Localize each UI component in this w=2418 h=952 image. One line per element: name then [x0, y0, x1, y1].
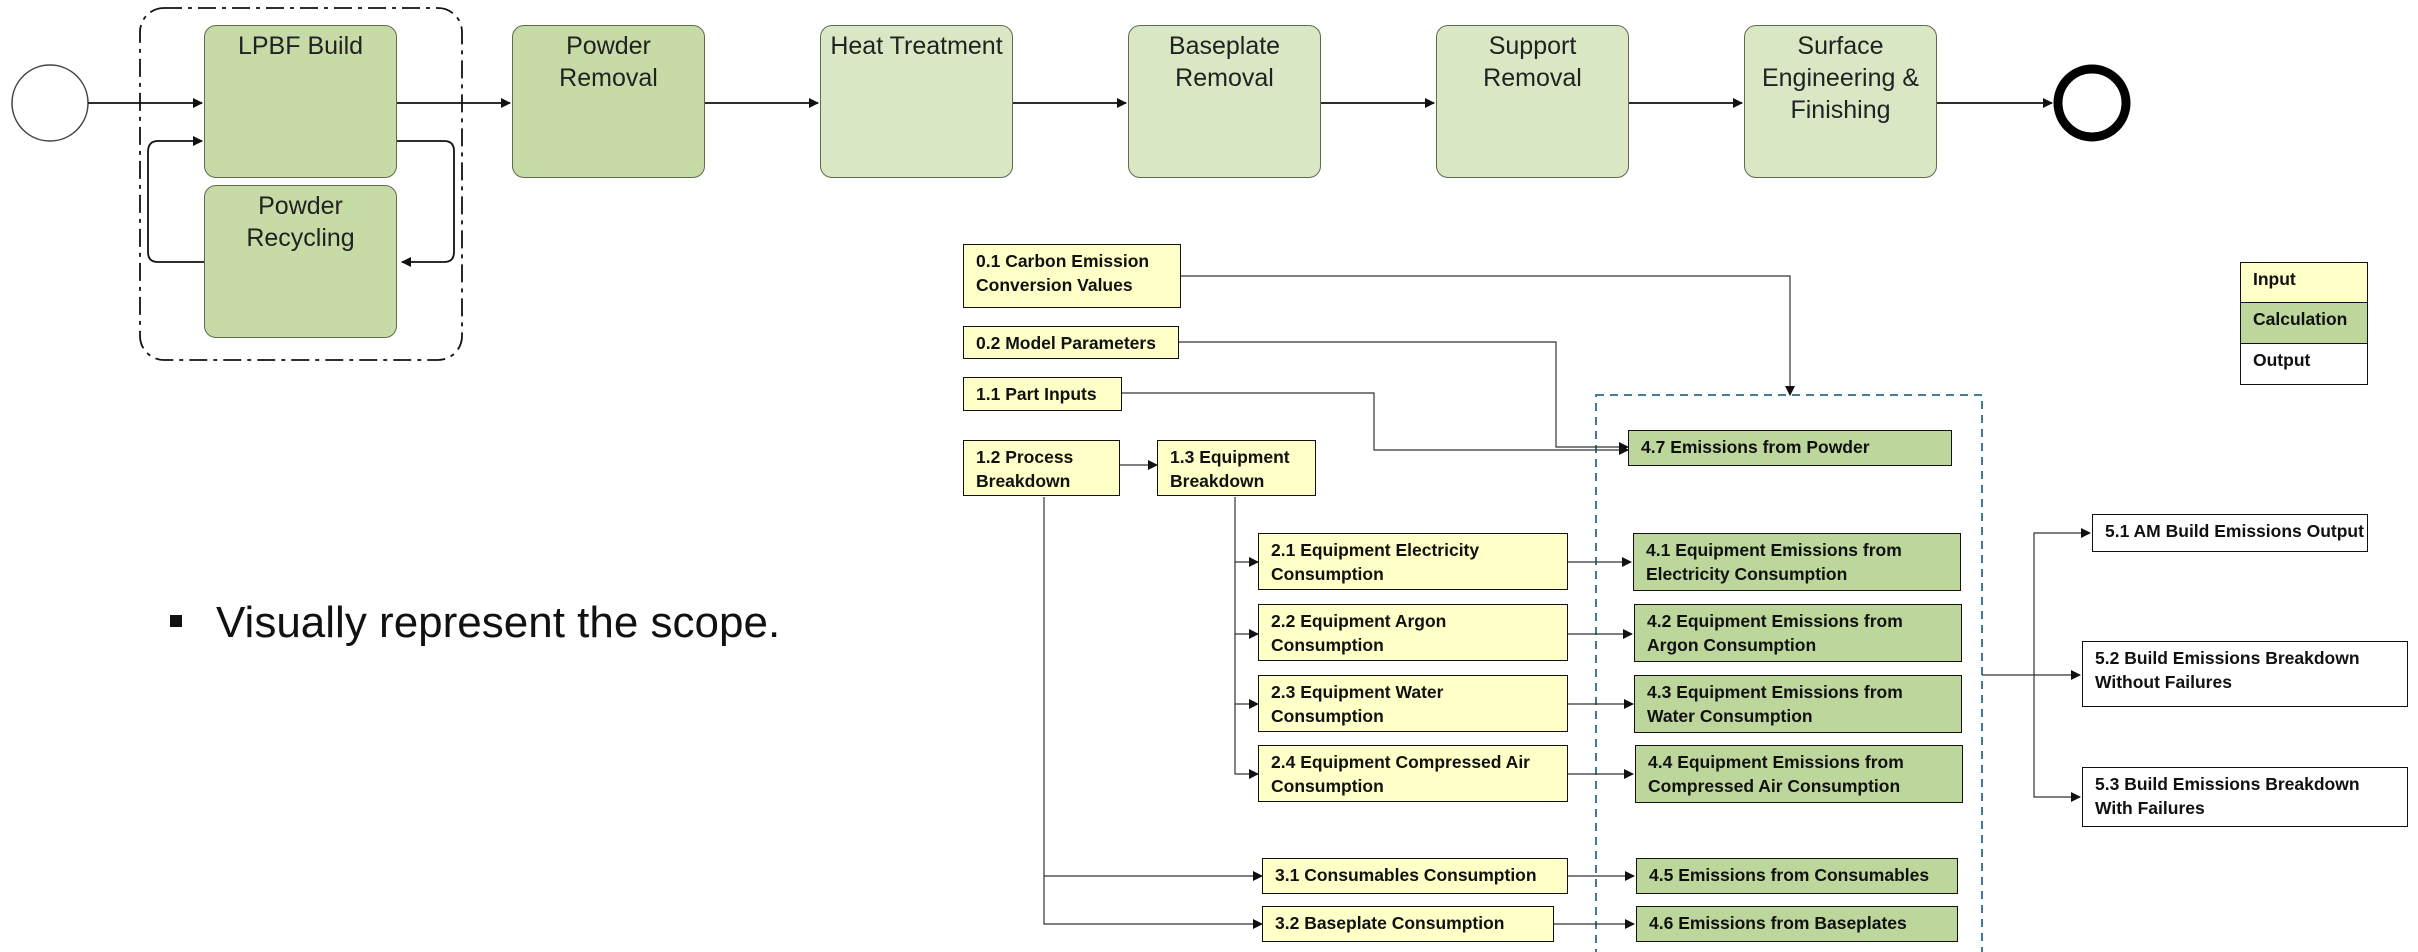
- input-model-parameters: 0.2 Model Parameters: [963, 326, 1179, 359]
- box-label: 3.1 Consumables Consumption: [1275, 865, 1537, 885]
- box-label: 5.3 Build Emissions Breakdown: [2095, 774, 2360, 794]
- box-label: 2.2 Equipment Argon: [1271, 611, 1447, 631]
- box-label: 3.2 Baseplate Consumption: [1275, 913, 1505, 933]
- box-label: 0.1 Carbon Emission: [976, 251, 1150, 271]
- box-label: Breakdown: [976, 471, 1071, 491]
- process-label: Finishing: [1790, 96, 1891, 124]
- box-label: Consumption: [1271, 706, 1384, 726]
- input-part-inputs: 1.1 Part Inputs: [963, 377, 1122, 411]
- box-label: Electricity Consumption: [1646, 564, 1848, 584]
- box-label: Conversion Values: [976, 275, 1133, 295]
- box-label: Consumption: [1271, 635, 1384, 655]
- input-flow-arrows: [1043, 275, 2091, 929]
- box-label: Consumption: [1271, 776, 1384, 796]
- legend-label: Output: [2253, 350, 2311, 370]
- process-label: Surface: [1797, 32, 1884, 60]
- box-label: 0.2 Model Parameters: [976, 333, 1156, 353]
- process-label: Baseplate: [1168, 32, 1281, 60]
- box-label: Consumption: [1271, 564, 1384, 584]
- box-label: Compressed Air Consumption: [1648, 776, 1901, 796]
- process-label: Removal: [559, 64, 658, 92]
- output-am-build-emissions: 5.1 AM Build Emissions Output: [2092, 514, 2368, 552]
- calc-emissions-baseplates: 4.6 Emissions from Baseplates: [1636, 906, 1958, 942]
- box-label: Without Failures: [2095, 672, 2232, 692]
- process-label: Removal: [1175, 64, 1274, 92]
- legend-input: Input: [2240, 262, 2368, 303]
- box-label: With Failures: [2095, 798, 2205, 818]
- box-label: 5.2 Build Emissions Breakdown: [2095, 648, 2360, 668]
- box-label: 4.3 Equipment Emissions from: [1647, 682, 1903, 702]
- box-label: 2.4 Equipment Compressed Air: [1271, 752, 1530, 772]
- bullet-point: Visually represent the scope.: [170, 598, 780, 648]
- process-lpbf-build: LPBF Build: [204, 25, 397, 178]
- process-flow-arrows: [88, 98, 2053, 267]
- box-label: 1.2 Process: [976, 447, 1074, 467]
- process-powder-recycling: Powder Recycling: [204, 185, 397, 338]
- box-label: 1.3 Equipment: [1170, 447, 1290, 467]
- calc-emissions-powder: 4.7 Emissions from Powder: [1628, 430, 1952, 466]
- box-label: 2.3 Equipment Water: [1271, 682, 1444, 702]
- legend-calculation: Calculation: [2240, 303, 2368, 344]
- box-label: 5.1 AM Build Emissions Output: [2105, 521, 2364, 541]
- process-label: Powder: [566, 32, 651, 60]
- box-label: 4.1 Equipment Emissions from: [1646, 540, 1902, 560]
- end-event: [2053, 64, 2131, 142]
- process-heat-treatment: Heat Treatment: [820, 25, 1013, 178]
- box-label: Breakdown: [1170, 471, 1265, 491]
- legend-output: Output: [2240, 344, 2368, 385]
- process-powder-removal: Powder Removal: [512, 25, 705, 178]
- process-support-removal: Support Removal: [1436, 25, 1629, 178]
- box-label: 1.1 Part Inputs: [976, 384, 1097, 404]
- process-label: Support: [1488, 32, 1577, 60]
- box-label: Argon Consumption: [1647, 635, 1817, 655]
- box-label: 4.5 Emissions from Consumables: [1649, 865, 1930, 885]
- process-label: Recycling: [246, 224, 355, 252]
- box-label: 2.1 Equipment Electricity: [1271, 540, 1480, 560]
- legend-label: Calculation: [2253, 309, 2348, 329]
- process-label: Engineering &: [1761, 64, 1920, 92]
- bullet-marker: [170, 615, 182, 628]
- box-label: 4.6 Emissions from Baseplates: [1649, 913, 1907, 933]
- input-baseplate-consumption: 3.2 Baseplate Consumption: [1262, 906, 1554, 942]
- legend-label: Input: [2253, 269, 2296, 289]
- lpbf-group-boundary: [139, 7, 463, 361]
- process-label: Powder: [258, 192, 343, 220]
- process-label: LPBF Build: [237, 32, 364, 60]
- bullet-text: Visually represent the scope.: [216, 598, 781, 647]
- start-event: [11, 64, 89, 142]
- process-label: Heat Treatment: [830, 32, 1003, 60]
- calc-emissions-consumables: 4.5 Emissions from Consumables: [1636, 858, 1958, 894]
- process-baseplate-removal: Baseplate Removal: [1128, 25, 1321, 178]
- process-label: Removal: [1483, 64, 1582, 92]
- box-label: Water Consumption: [1647, 706, 1813, 726]
- box-label: 4.7 Emissions from Powder: [1641, 437, 1870, 457]
- box-label: 4.2 Equipment Emissions from: [1647, 611, 1903, 631]
- input-consumables-consumption: 3.1 Consumables Consumption: [1262, 858, 1568, 894]
- box-label: 4.4 Equipment Emissions from: [1648, 752, 1904, 772]
- process-surface-engineering: Surface Engineering & Finishing: [1744, 25, 1937, 178]
